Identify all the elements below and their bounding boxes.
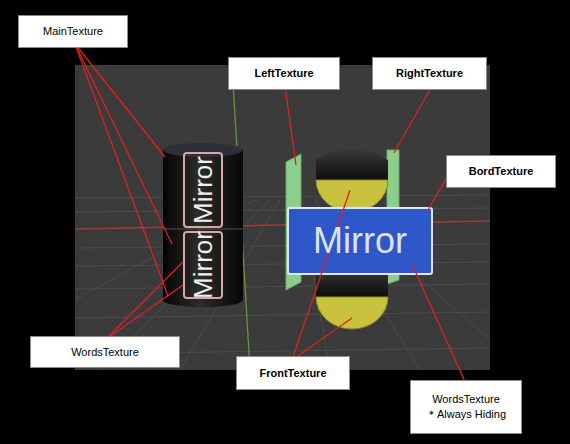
word-panel [184, 232, 222, 298]
leader-line [75, 44, 172, 244]
callout-label: RightTexture [396, 66, 463, 81]
leader-line [285, 86, 296, 165]
leader-line [75, 44, 165, 157]
leader-line [105, 285, 183, 340]
word-panel [184, 153, 222, 227]
upper-half-cylinder [316, 149, 388, 182]
leader-lines [75, 44, 466, 384]
leader-line [394, 86, 432, 153]
leader-line [105, 262, 183, 340]
lower-front-face [316, 297, 388, 329]
leader-line [75, 44, 168, 296]
grid-line [75, 284, 490, 289]
board [288, 208, 432, 274]
cylinder-body [163, 150, 243, 300]
callout-label: WordsTexture [432, 392, 500, 407]
callout-box: WordsTexture [30, 336, 180, 368]
callout-label: MainTexture [43, 24, 103, 39]
callout-label: FrontTexture [259, 366, 326, 381]
leader-line [412, 264, 466, 384]
printed-word: Mirror [190, 156, 216, 224]
callout-box: WordsTexture＊Always Hiding [410, 380, 522, 434]
printed-word: Mirror [313, 223, 407, 259]
callout-box: LeftTexture [228, 57, 340, 90]
leader-line [292, 190, 350, 360]
callout-label: ＊Always Hiding [426, 407, 506, 422]
cylinder-top [163, 143, 243, 157]
callout-label: LeftTexture [254, 66, 313, 81]
callout-label: WordsTexture [71, 345, 139, 360]
callout-label: BordTexture [469, 164, 534, 179]
printed-word: Mirror [190, 231, 216, 299]
callout-box: FrontTexture [236, 356, 350, 390]
callout-box: BordTexture [446, 155, 556, 188]
cylinder-seam [163, 229, 243, 230]
callout-box: RightTexture [372, 57, 487, 90]
leader-line [292, 318, 352, 360]
viewport-background [75, 65, 490, 370]
grid-line [75, 195, 490, 198]
callout-box: MainTexture [18, 15, 128, 48]
